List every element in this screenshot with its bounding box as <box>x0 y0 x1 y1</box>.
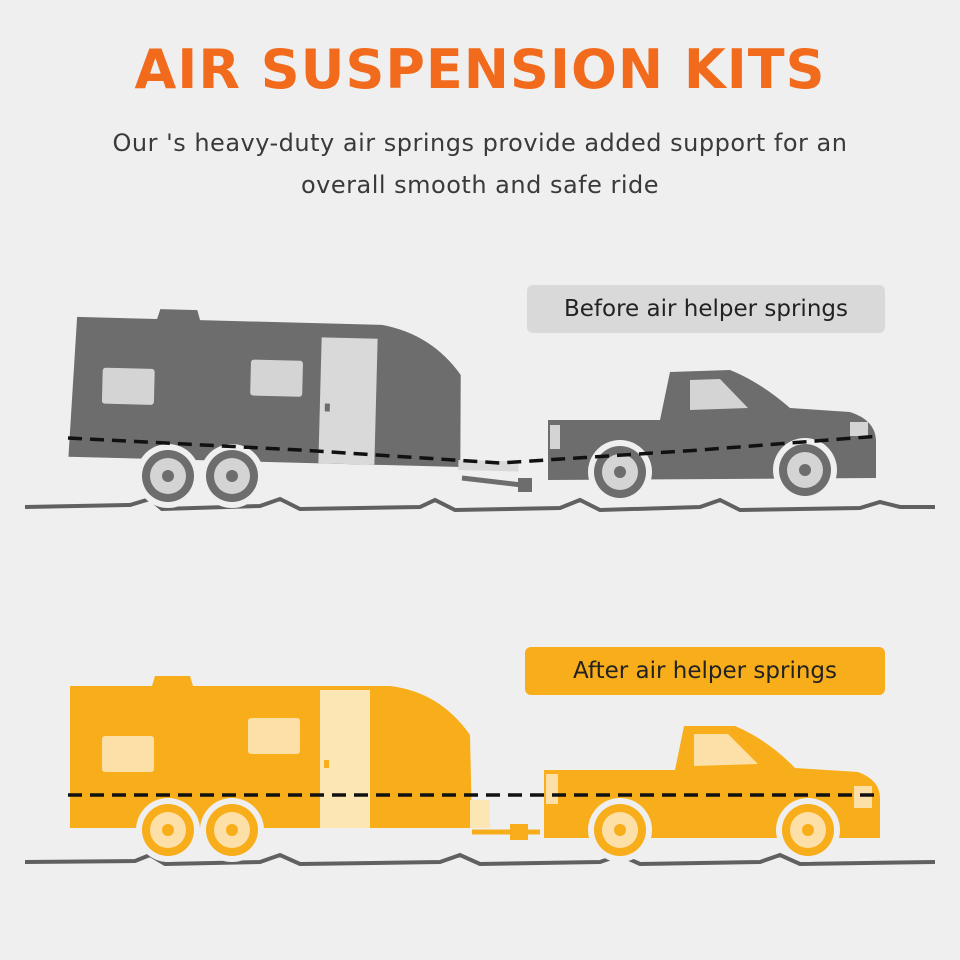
after-truck-head-light <box>854 786 872 808</box>
before-level-line <box>67 434 881 465</box>
before-pickup-truck <box>548 370 876 504</box>
before-trailer-wheels <box>136 444 264 508</box>
before-ground-line <box>24 496 935 513</box>
after-scene <box>24 676 936 867</box>
after-door-handle <box>324 760 329 768</box>
before-trailer-window-left <box>101 367 155 405</box>
before-door-handle <box>324 403 330 412</box>
after-truck-window <box>694 734 758 766</box>
after-trailer-skirt <box>470 800 490 828</box>
before-trailer-door <box>318 337 378 465</box>
after-label-badge: After air helper springs <box>525 647 885 695</box>
page-subtitle: Our 's heavy-duty air springs provide ad… <box>112 129 848 199</box>
before-label-badge: Before air helper springs <box>527 285 885 333</box>
after-camper-trailer <box>70 676 490 828</box>
after-ground-line <box>24 852 936 867</box>
after-trailer-door <box>320 690 370 828</box>
before-trailer-window-right <box>250 359 303 397</box>
page-title: AIR SUSPENSION KITS <box>134 38 826 101</box>
before-truck-tail-light <box>550 425 560 449</box>
after-trailer-window-left <box>102 736 154 772</box>
before-truck-window <box>690 379 748 410</box>
after-trailer-window-right <box>248 718 300 754</box>
before-scene <box>24 309 935 513</box>
after-pickup-truck <box>544 726 880 862</box>
after-trailer-wheels <box>136 798 264 862</box>
before-truck-head-light <box>850 422 868 436</box>
before-camper-trailer <box>68 309 519 472</box>
after-truck-tail-light <box>546 774 558 804</box>
